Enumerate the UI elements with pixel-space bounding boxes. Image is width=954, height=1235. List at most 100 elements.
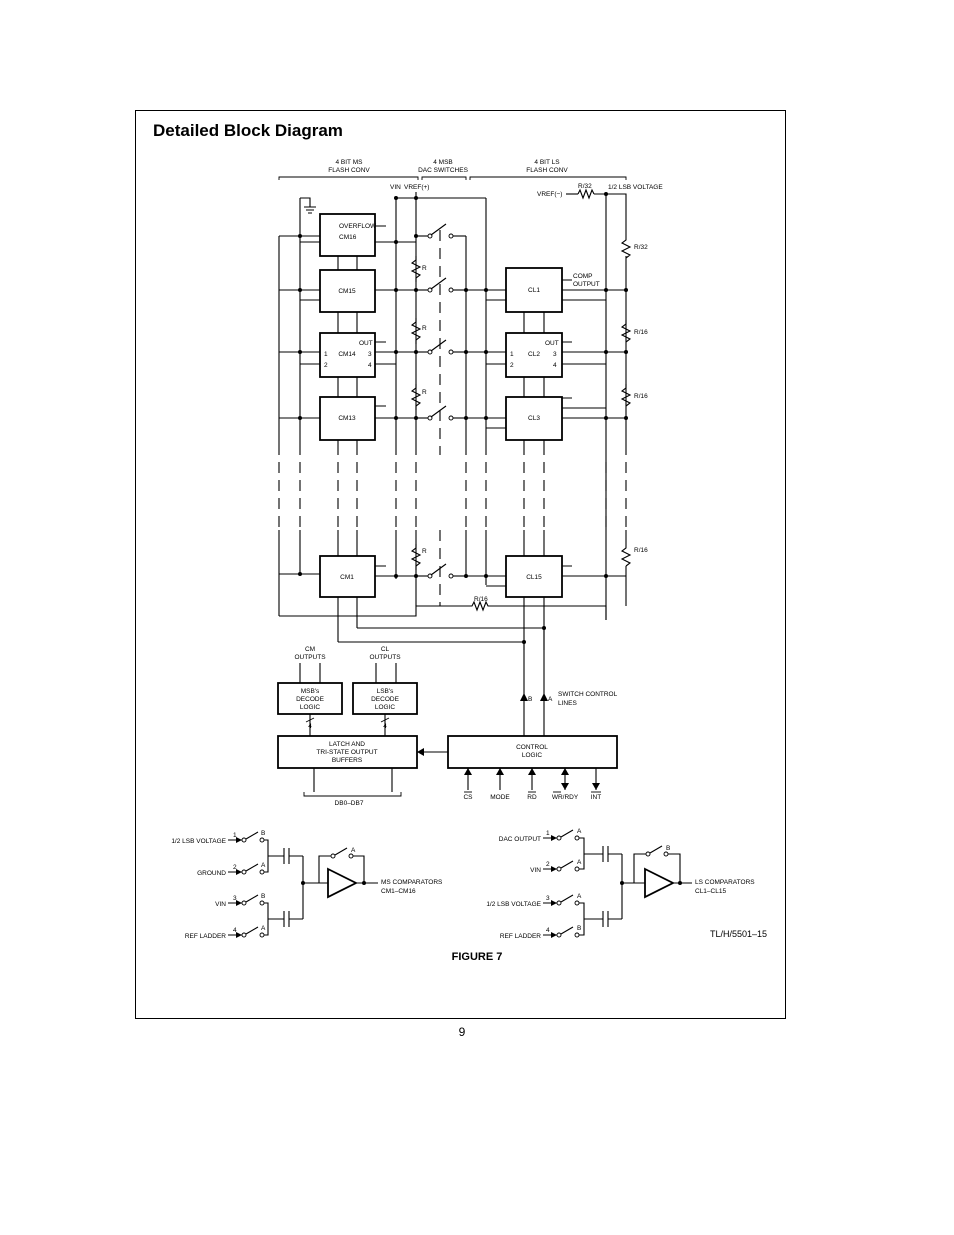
header-ms-flash: 4 BIT MS FLASH CONV	[278, 159, 419, 180]
svg-text:REF LADDER: REF LADDER	[500, 933, 541, 940]
svg-text:A: A	[577, 859, 582, 866]
junction-dots	[298, 196, 628, 644]
svg-text:B: B	[666, 845, 670, 852]
svg-text:R/16: R/16	[634, 393, 648, 400]
svg-text:B: B	[528, 696, 532, 703]
cs-label: CS	[463, 794, 473, 801]
control-pins: CS MODE RD WR/RDY INT	[463, 768, 601, 801]
svg-text:4: 4	[368, 362, 372, 369]
svg-text:FLASH CONV: FLASH CONV	[328, 167, 370, 174]
header-ls-flash: 4 BIT LS FLASH CONV	[469, 159, 627, 180]
svg-text:SWITCH CONTROL: SWITCH CONTROL	[558, 691, 618, 698]
block-cm15: CM15	[319, 269, 376, 313]
ms-ladder-resistors: R R R R	[410, 256, 427, 570]
ls-comparator-diagram: DAC OUTPUT VIN 1/2 LSB VOLTAGE REF LADDE…	[486, 828, 755, 940]
svg-text:CL2: CL2	[528, 351, 540, 358]
figure-caption: FIGURE 7	[451, 951, 503, 963]
ground-icon	[300, 197, 316, 214]
svg-text:2: 2	[233, 864, 237, 871]
svg-text:A: A	[261, 925, 266, 932]
svg-text:DECODE: DECODE	[296, 696, 324, 703]
vref-plus-label: VREF(+)	[404, 184, 429, 191]
svg-text:CM1–CM16: CM1–CM16	[381, 888, 416, 895]
block-msb-decode: MSB's DECODE LOGIC	[277, 682, 343, 715]
svg-text:FLASH CONV: FLASH CONV	[526, 167, 568, 174]
svg-text:1: 1	[233, 832, 237, 839]
figure-reference: TL/H/5501–15	[710, 929, 768, 939]
int-label: INT	[591, 794, 602, 801]
svg-text:CL1: CL1	[528, 287, 540, 294]
svg-text:LATCH AND: LATCH AND	[329, 741, 365, 748]
control-to-latch-arrow	[417, 748, 448, 756]
svg-text:2: 2	[324, 362, 328, 369]
block-cl3: CL3	[505, 396, 563, 441]
svg-text:CM: CM	[305, 646, 315, 653]
svg-text:CL15: CL15	[526, 574, 542, 581]
svg-text:MS COMPARATORS: MS COMPARATORS	[381, 879, 443, 886]
svg-text:4 BIT MS: 4 BIT MS	[336, 159, 364, 166]
svg-text:3: 3	[546, 895, 550, 902]
svg-text:A: A	[351, 847, 356, 854]
half-lsb-voltage-label: 1/2 LSB VOLTAGE	[608, 184, 663, 191]
rd-label: RD	[527, 794, 537, 801]
svg-text:COMP: COMP	[573, 273, 593, 280]
svg-text:OUTPUTS: OUTPUTS	[369, 654, 401, 661]
svg-text:DAC OUTPUT: DAC OUTPUT	[499, 836, 541, 843]
svg-text:4: 4	[546, 927, 550, 934]
svg-text:REF LADDER: REF LADDER	[185, 933, 226, 940]
svg-text:DAC SWITCHES: DAC SWITCHES	[418, 167, 469, 174]
comp-output-label: COMP OUTPUT	[573, 273, 600, 288]
svg-text:1: 1	[510, 351, 514, 358]
svg-text:CM16: CM16	[339, 234, 357, 241]
svg-text:A: A	[261, 862, 266, 869]
r16-bottom-label: R/16	[474, 596, 488, 603]
svg-text:CM14: CM14	[338, 351, 356, 358]
switch-control-lines: B A SWITCH CONTROL LINES	[520, 628, 618, 736]
svg-text:R/16: R/16	[634, 547, 648, 554]
svg-text:DECODE: DECODE	[371, 696, 399, 703]
svg-text:LINES: LINES	[558, 700, 577, 707]
svg-text:CONTROL: CONTROL	[516, 744, 548, 751]
svg-text:OUTPUT: OUTPUT	[573, 281, 600, 288]
svg-text:B: B	[261, 893, 265, 900]
svg-text:CL3: CL3	[528, 415, 540, 422]
svg-text:3: 3	[233, 895, 237, 902]
page-title: Detailed Block Diagram	[153, 121, 343, 140]
dac-switches	[414, 223, 466, 606]
svg-text:A: A	[577, 893, 582, 900]
svg-text:R: R	[422, 325, 427, 332]
svg-text:1/2 LSB VOLTAGE: 1/2 LSB VOLTAGE	[171, 838, 226, 845]
page-number: 9	[458, 1025, 466, 1039]
block-lsb-decode: LSB's DECODE LOGIC	[352, 682, 418, 715]
svg-text:B: B	[577, 925, 581, 932]
svg-text:LOGIC: LOGIC	[375, 704, 396, 711]
svg-text:3: 3	[368, 351, 372, 358]
svg-text:A: A	[548, 696, 553, 703]
block-cl15: CL15	[505, 555, 563, 598]
r32-top-label: R/32	[578, 183, 592, 190]
figure-frame	[135, 110, 786, 1019]
svg-text:4: 4	[308, 723, 312, 730]
svg-text:LOGIC: LOGIC	[522, 752, 543, 759]
svg-text:OUTPUTS: OUTPUTS	[294, 654, 326, 661]
block-control-logic: CONTROL LOGIC	[447, 735, 618, 769]
svg-text:R/16: R/16	[634, 329, 648, 336]
svg-text:R/32: R/32	[634, 244, 648, 251]
svg-text:OVERFLOW: OVERFLOW	[339, 223, 377, 230]
svg-text:OUT: OUT	[359, 340, 373, 347]
block-cl2: OUT CL2 1 2 3 4	[505, 332, 563, 378]
block-cm1: CM1	[319, 555, 376, 598]
svg-text:OUT: OUT	[545, 340, 559, 347]
mode-label: MODE	[490, 794, 510, 801]
svg-text:DB0–DB7: DB0–DB7	[335, 800, 364, 807]
svg-text:4 MSB: 4 MSB	[433, 159, 453, 166]
block-cm13: CM13	[319, 396, 376, 441]
vref-ladder-top	[566, 188, 627, 620]
vref-minus-label: VREF(−)	[537, 191, 562, 198]
cm-outputs-label: CM OUTPUTS	[294, 646, 326, 661]
svg-text:3: 3	[553, 351, 557, 358]
block-cm16: OVERFLOW CM16	[319, 213, 377, 257]
svg-text:LSB's: LSB's	[377, 688, 395, 695]
svg-text:R: R	[422, 548, 427, 555]
svg-text:1: 1	[324, 351, 328, 358]
